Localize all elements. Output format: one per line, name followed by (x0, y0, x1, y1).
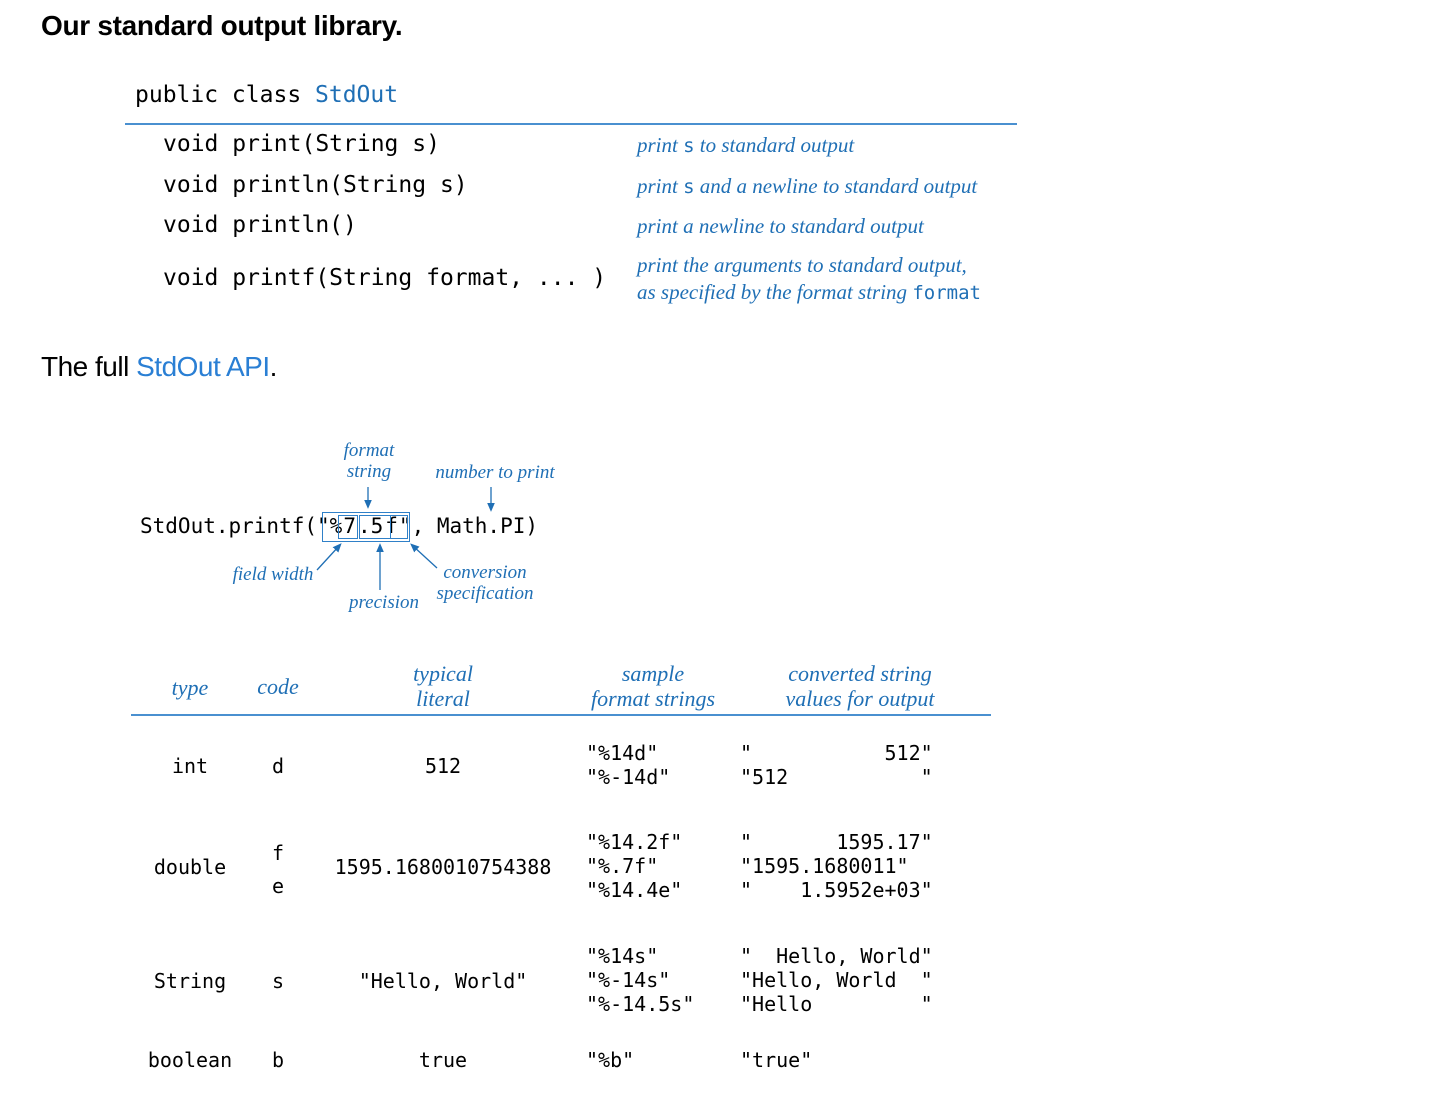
api-header-rule (125, 123, 1017, 125)
row-double-type: double (153, 855, 227, 879)
row-int-formats: "%14d" "%-14d" (586, 741, 671, 789)
row-double-converted: " 1595.17" "1595.1680011" " 1.5952e+03" (740, 830, 933, 902)
row-boolean-literal: true (418, 1048, 468, 1072)
conversion-char-box (390, 515, 408, 539)
row-string-code: s (271, 969, 285, 993)
api-class-name: StdOut (315, 82, 399, 108)
row-string-type: String (153, 969, 227, 993)
label-field-width: field width (232, 564, 314, 585)
row-double-formats: "%14.2f" "%.7f" "%14.4e" (586, 830, 683, 902)
page-title: Our standard output library. (41, 10, 403, 41)
label-format-string: format string (343, 440, 395, 482)
label-conversion-specification: conversion specification (436, 562, 534, 604)
api-desc-print: print s to standard output (637, 133, 855, 157)
conversion-spec-box (322, 512, 410, 542)
th-converted: converted string values for output (785, 661, 935, 711)
api-class-prefix: public class (135, 82, 316, 108)
api-signature-printf: void printf(String format, ... ) (163, 265, 607, 291)
row-string-formats: "%14s" "%-14s" "%-14.5s" (586, 944, 695, 1016)
printf-call: StdOut.printf("%7.5f", Math.PI) (140, 514, 538, 538)
th-type: type (171, 675, 209, 700)
stdout-api-link[interactable]: StdOut API (136, 351, 270, 382)
label-precision: precision (348, 592, 419, 613)
api-desc-println: print a newline to standard output (637, 214, 924, 238)
row-boolean-converted: "true" (740, 1048, 813, 1072)
api-signature-print: void print(String s) (163, 131, 440, 157)
th-code: code (257, 674, 299, 699)
row-boolean-type: boolean (147, 1048, 233, 1072)
api-desc-printf: print the arguments to standard output,a… (637, 253, 981, 304)
api-signature-println: void println() (163, 212, 357, 238)
row-int-type: int (171, 754, 209, 778)
row-double-literal: 1595.1680010754388 (334, 855, 552, 879)
row-string-literal: "Hello, World" (358, 969, 528, 993)
label-number-to-print: number to print (435, 462, 555, 483)
api-desc-println-s: print s and a newline to standard output (637, 174, 978, 198)
row-boolean-code: b (271, 1048, 285, 1072)
arrow-conversion-spec (410, 543, 438, 569)
row-int-literal: 512 (424, 754, 462, 778)
table-header-rule (131, 714, 991, 716)
arrow-field-width (316, 543, 342, 571)
field-width-box (338, 515, 358, 539)
row-string-converted: " Hello, World" "Hello, World " "Hello " (740, 944, 933, 1016)
row-int-code: d (271, 754, 285, 778)
api-class-header: public class StdOut (135, 82, 398, 108)
th-formats: sample format strings (590, 661, 716, 711)
row-double-code: f e (271, 841, 285, 898)
th-literal: typical literal (413, 661, 473, 711)
row-int-converted: " 512" "512 " (740, 741, 933, 789)
api-signature-println-s: void println(String s) (163, 172, 468, 198)
row-boolean-formats: "%b" (586, 1048, 635, 1072)
full-api-line: The full StdOut API. (41, 351, 277, 382)
